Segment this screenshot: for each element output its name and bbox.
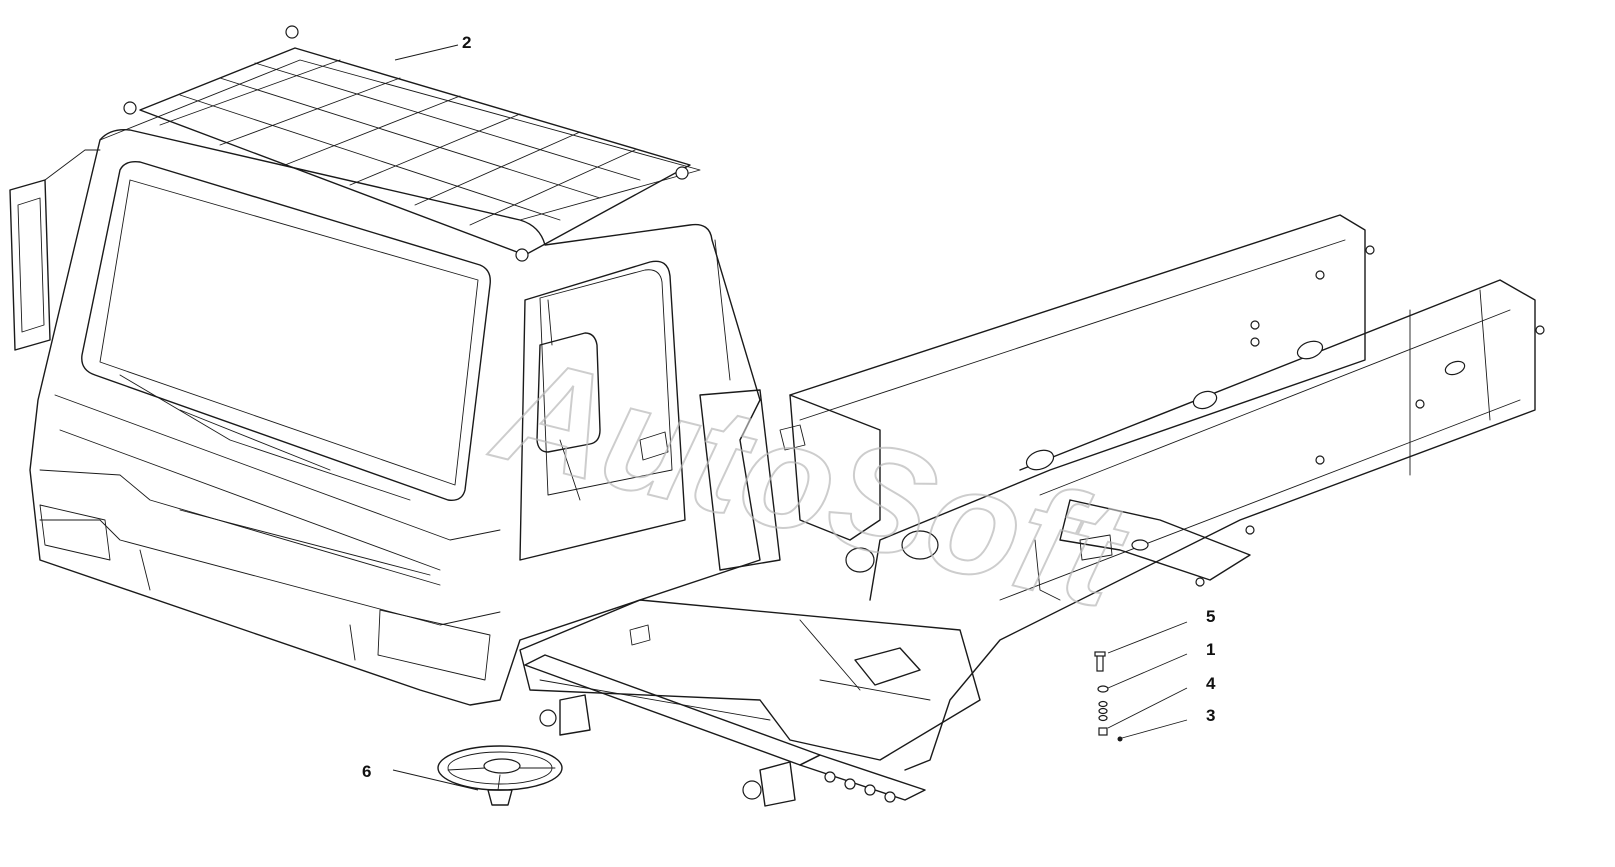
callout-6: 6 (362, 762, 371, 781)
washer-part (1097, 685, 1109, 693)
watermark: AutoSoft (478, 322, 1143, 641)
steering-wheel (437, 745, 563, 806)
chassis-frame (519, 214, 1545, 807)
bolt-part (1094, 651, 1106, 672)
callout-1: 1 (1206, 640, 1215, 659)
callout-5: 5 (1206, 607, 1215, 626)
cab-assembly (9, 59, 781, 706)
callout-3: 3 (1206, 706, 1215, 725)
nut-part (1098, 727, 1123, 742)
callout-leaders (392, 44, 1188, 791)
roof-rack (123, 25, 691, 262)
callout-2: 2 (462, 33, 471, 52)
callout-4: 4 (1206, 674, 1216, 693)
spring-washer-part (1098, 700, 1108, 722)
